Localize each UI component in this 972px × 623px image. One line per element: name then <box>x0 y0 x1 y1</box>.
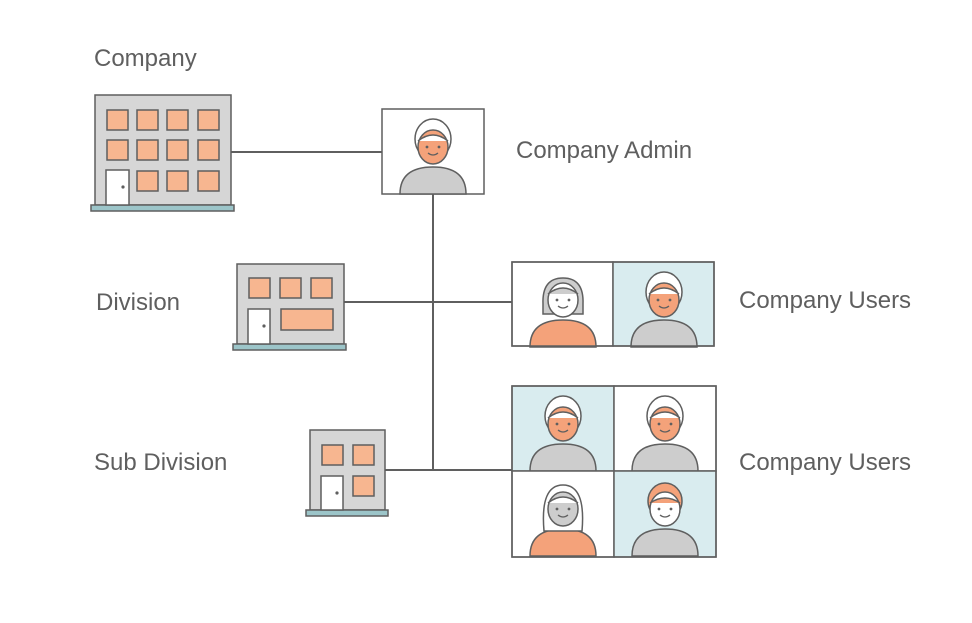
division-label: Division <box>96 289 181 316</box>
connector-lines <box>231 151 512 471</box>
division-users-label: Company Users <box>739 287 912 314</box>
company-admin-avatar <box>381 108 485 195</box>
sub-division-building-icon <box>305 429 389 517</box>
sub-division-users-label: Company Users <box>739 449 912 476</box>
company-label: Company <box>94 45 197 72</box>
sub-division-label: Sub Division <box>94 449 228 476</box>
sub-division-users-avatars <box>511 385 717 558</box>
division-users-avatars <box>511 261 715 348</box>
company-building-icon <box>90 94 235 212</box>
company-admin-label: Company Admin <box>516 137 693 164</box>
division-building-icon <box>232 263 347 351</box>
